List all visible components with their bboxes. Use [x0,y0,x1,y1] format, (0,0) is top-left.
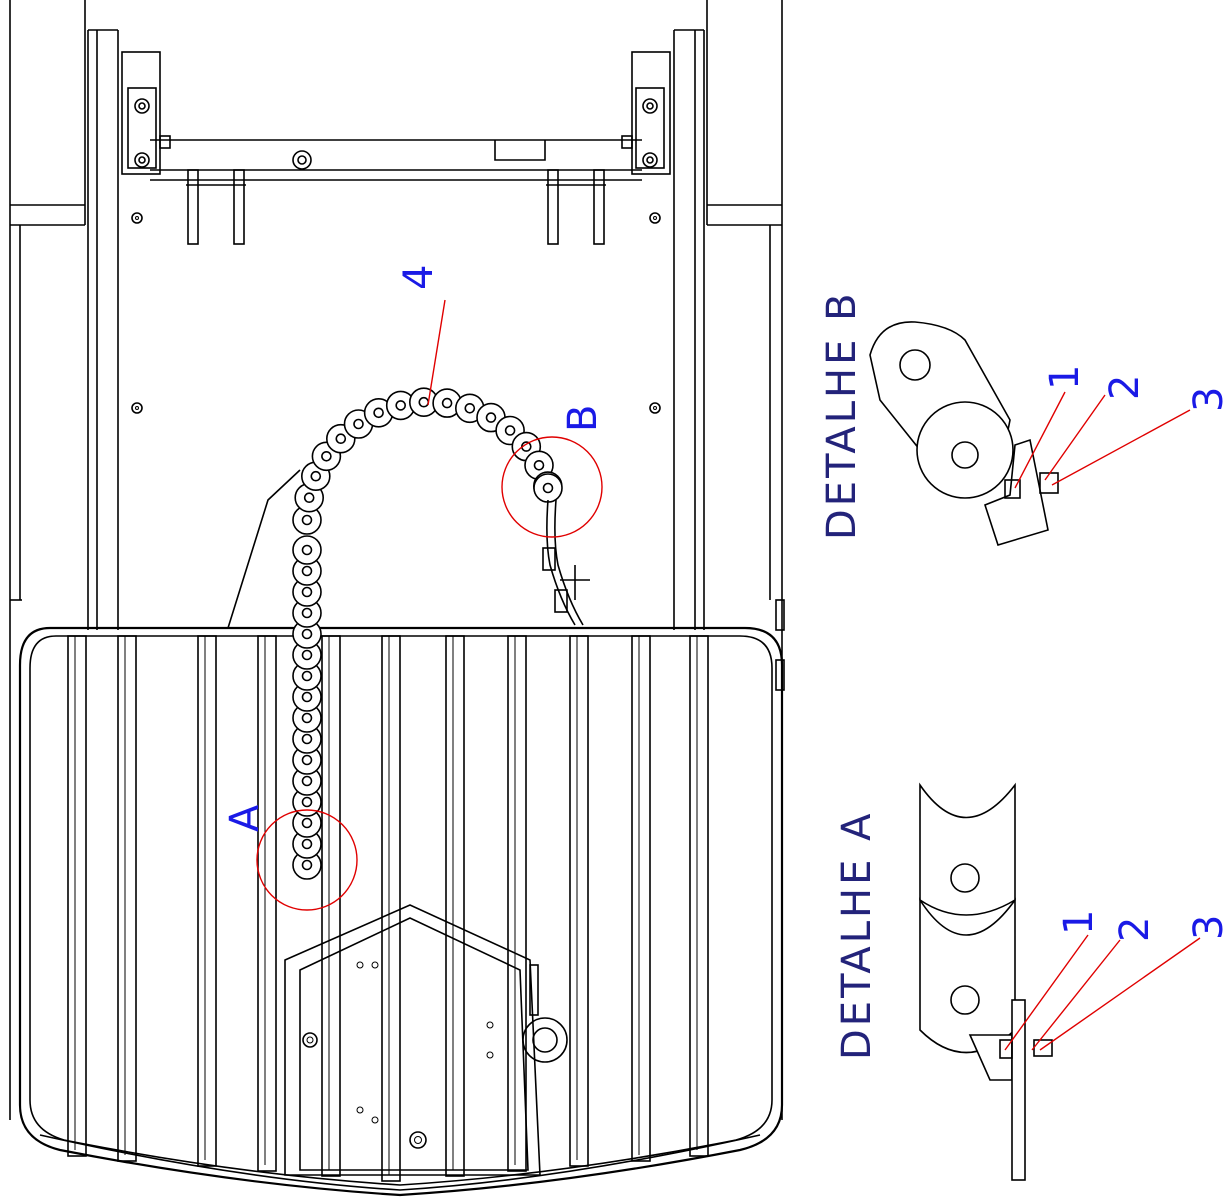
chain-link-pin [301,607,313,619]
chain-link-pin [303,492,315,504]
cable-chain [292,387,563,880]
detail-b-item-1: 1 [1042,365,1088,390]
chain-link-pin [301,859,313,871]
rotary-mechanism [284,904,568,1176]
main-assembly-view: 4 A B [9,0,785,1197]
slat [67,635,87,1157]
support-bracket [227,469,301,629]
chain-link-pin [441,397,453,409]
detail-a: DETALHE A 1 2 3 [834,782,1232,1181]
detail-a-item-2: 2 [1112,917,1158,942]
top-crossbar [121,51,671,245]
slat [321,635,341,1177]
detail-b: DETALHE B 1 2 3 [819,290,1232,546]
slat [445,635,465,1177]
slat [631,635,651,1162]
slat [507,635,527,1172]
chain-link-pin [301,754,313,766]
chain-link-pin [321,450,332,462]
chain-link-pin [533,459,545,471]
callout-b: B [501,405,606,538]
chain-link [533,473,563,503]
slat [381,635,401,1182]
chain-link-pin [301,649,313,661]
chain-link-pin [301,670,313,682]
slat [197,635,217,1167]
chain-link-pin [542,482,554,494]
slat [569,635,589,1167]
tray-basket [18,626,784,1197]
chain-link-pin [301,565,313,577]
callout-b-label: B [560,405,606,432]
chain-link-pin [301,733,313,745]
cable-end-connectors [542,499,590,626]
chain-link-pin [485,412,497,423]
chain-link-pin [301,796,313,808]
callout-4-label: 4 [396,265,442,290]
detail-a-item-3: 3 [1186,915,1232,940]
chain-link-pin [335,433,347,445]
chain-link-pin [504,425,516,436]
slat [117,635,137,1162]
detail-a-title: DETALHE A [834,811,880,1060]
detail-b-item-3: 3 [1186,387,1232,412]
chain-link-pin [353,418,364,430]
chain-link-pin [301,838,313,850]
chain-link-pin [464,402,476,414]
chain-link [292,535,322,565]
chain-link-pin [301,775,313,787]
chain-link-pin [373,407,384,419]
callout-4: 4 [396,265,446,406]
chain-link-pin [395,400,407,411]
chain-link-pin [301,514,313,526]
chain-link-pin [301,544,313,556]
chain-link-pin [301,712,313,724]
frame-rails [9,0,785,1120]
chain-link-pin [301,817,313,829]
chain-link-pin [301,691,313,703]
detail-b-item-2: 2 [1102,375,1148,400]
slat [257,635,277,1172]
callout-a: A [222,804,358,911]
slat [689,635,709,1157]
chain-link-pin [310,470,322,482]
plate-screws [131,212,661,414]
detail-a-item-1: 1 [1056,910,1102,935]
chain-link-pin [301,628,313,640]
chain-link-pin [301,586,313,598]
tray-slats [67,635,709,1182]
callout-a-label: A [222,804,268,832]
detail-b-title: DETALHE B [819,290,865,540]
